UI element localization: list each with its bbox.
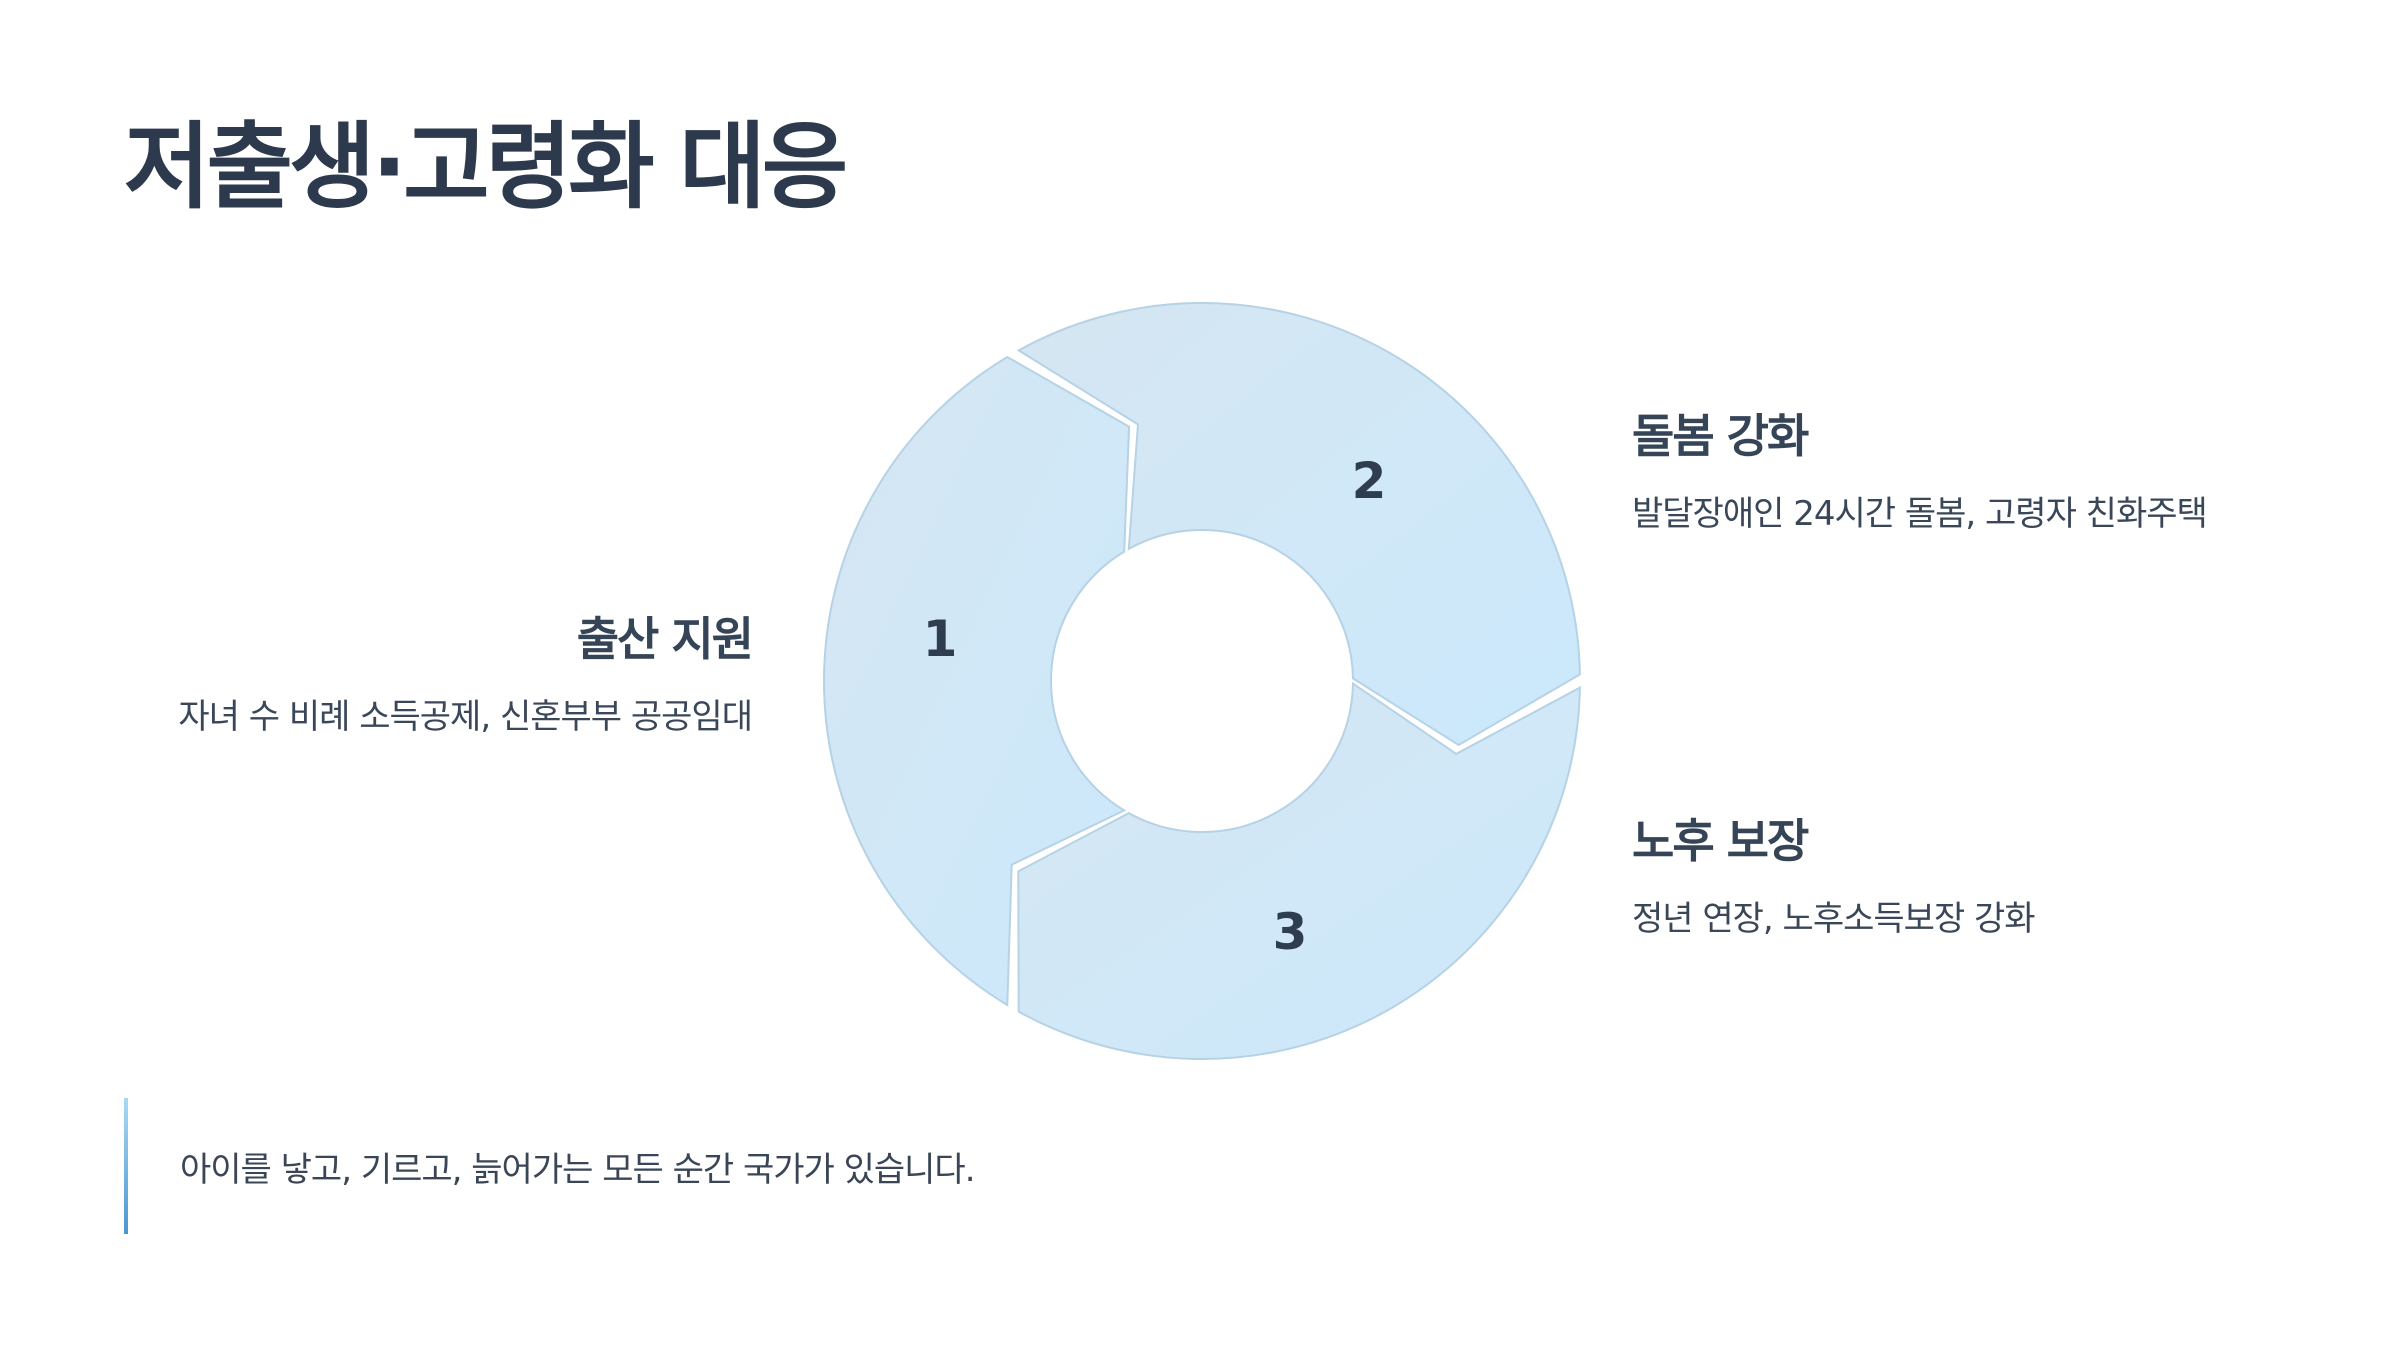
segment-number-1: 1 — [923, 610, 958, 668]
item-description: 정년 연장, 노후소득보장 강화 — [1632, 899, 2036, 939]
quote-block: 아이를 낳고, 기르고, 늙어가는 모든 순간 국가가 있습니다. — [124, 1098, 1524, 1234]
cycle-segment-3: 3 — [1017, 681, 1581, 1060]
item-care-enhancement: 돌봄 강화 발달장애인 24시간 돌봄, 고령자 친화주택 — [1632, 409, 2208, 534]
item-retirement-security: 노후 보장 정년 연장, 노후소득보장 강화 — [1632, 814, 2036, 939]
item-title: 노후 보장 — [1632, 814, 1809, 868]
segment-number-2: 2 — [1352, 452, 1387, 510]
quote-text: 아이를 낳고, 기르고, 늙어가는 모든 순간 국가가 있습니다. — [180, 1149, 976, 1190]
slide-title: 저출생·고령화 대응 — [124, 113, 848, 222]
cycle-segment-2: 2 — [1016, 302, 1581, 747]
item-description: 발달장애인 24시간 돌봄, 고령자 친화주택 — [1632, 494, 2208, 534]
quote-accent-bar — [124, 1098, 128, 1234]
item-description: 자녀 수 비례 소득공제, 신혼부부 공공임대 — [178, 697, 753, 737]
item-title: 출산 지원 — [576, 612, 754, 666]
item-title: 돌봄 강화 — [1632, 409, 1809, 463]
item-birth-support: 출산 지원 자녀 수 비례 소득공제, 신혼부부 공공임대 — [178, 612, 754, 737]
cycle-segment-1: 1 — [823, 355, 1131, 1007]
segment-number-3: 3 — [1273, 903, 1308, 961]
